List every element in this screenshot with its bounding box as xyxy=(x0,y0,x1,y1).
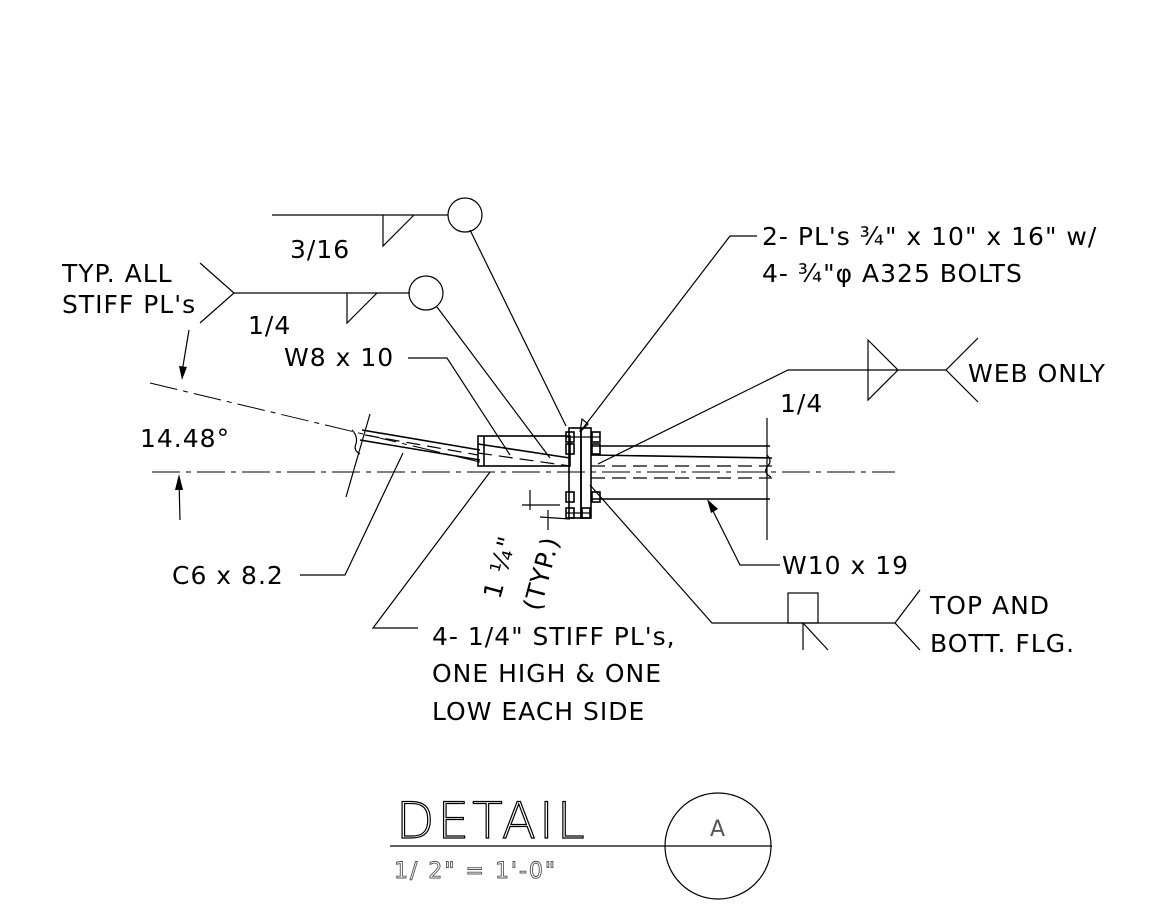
top-bott-line2: BOTT. FLG. xyxy=(930,629,1075,658)
w10-label: W10 x 19 xyxy=(782,551,909,580)
weld-size-1-4-web: 1/4 xyxy=(780,389,823,418)
detail-bubble-letter: A xyxy=(710,817,725,842)
weld-symbol-3-16 xyxy=(272,197,567,427)
angle-label: 14.48° xyxy=(140,424,230,453)
spacing-label: 1 ¼" xyxy=(478,533,522,602)
plates-note-line2: 4- ¾"φ A325 BOLTS xyxy=(762,259,1023,288)
bolt-top xyxy=(565,431,601,443)
detail-bubble xyxy=(664,792,772,900)
w8-leader xyxy=(408,357,511,456)
w10-beam xyxy=(590,418,773,540)
typ-all-line2: STIFF PL's xyxy=(62,290,196,319)
spacing-typ-label: (TYP.) xyxy=(518,533,565,613)
typ-all-line1: TYP. ALL xyxy=(61,259,173,288)
weld-size-1-4-stiff: 1/4 xyxy=(248,311,291,340)
angle-dimension xyxy=(175,329,190,521)
weld-size-3-16: 3/16 xyxy=(290,235,350,264)
plates-leader xyxy=(579,235,757,433)
w8-label: W8 x 10 xyxy=(284,343,394,372)
w8-beam xyxy=(477,435,571,467)
weld-symbol-1-4-stiff xyxy=(199,262,551,459)
c6-label: C6 x 8.2 xyxy=(172,561,284,590)
stiffener-note-line3: LOW EACH SIDE xyxy=(432,697,645,726)
web-only-label: WEB ONLY xyxy=(968,359,1106,388)
top-bott-line1: TOP AND xyxy=(929,591,1050,620)
stiffener-note-line2: ONE HIGH & ONE xyxy=(432,659,662,688)
c6-channel xyxy=(351,429,481,461)
weld-symbol-web-only xyxy=(597,337,979,465)
weld-symbol-flange xyxy=(589,484,921,651)
spacing-dimension xyxy=(522,490,571,530)
stiffener-note-line1: 4- 1/4" STIFF PL's, xyxy=(432,622,676,651)
bolt-mid-upper xyxy=(565,443,601,455)
bolt-bottom xyxy=(565,507,591,519)
inclined-centerline xyxy=(149,382,481,463)
w10-leader xyxy=(707,499,780,566)
bolt-mid-lower xyxy=(565,491,601,503)
detail-title-block: DETAIL 1/ 2" = 1'-0" A xyxy=(390,791,772,900)
plates-note-line1: 2- PL's ¾" x 10" x 16" w/ xyxy=(762,222,1097,251)
detail-title: DETAIL xyxy=(396,792,588,850)
stiffener-leader xyxy=(371,471,491,629)
c6-leader xyxy=(300,413,404,576)
detail-scale: 1/ 2" = 1'-0" xyxy=(394,859,557,884)
